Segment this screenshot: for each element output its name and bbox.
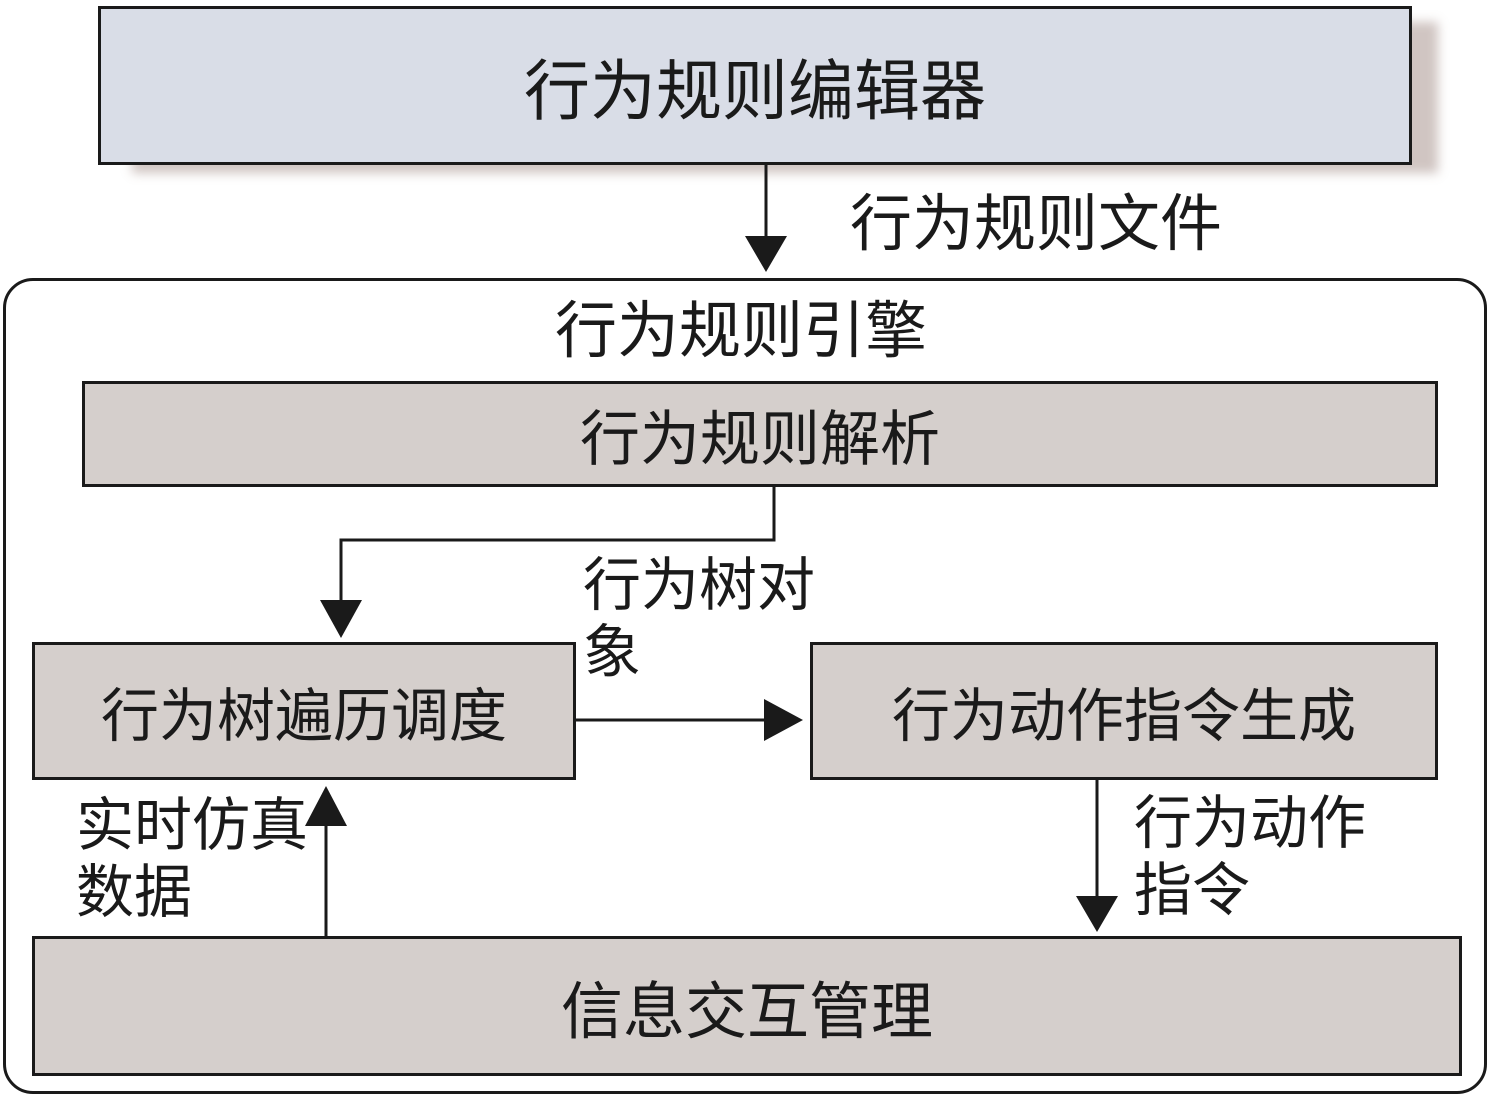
arrowhead-generate-to-info (1076, 896, 1118, 932)
arrowhead-parse-to-traverse (320, 600, 362, 638)
arrow-parse-to-traverse (339, 487, 776, 605)
behavior-rule-engine-title: 行为规则引擎 (555, 294, 928, 367)
arrowhead-traverse-to-generate (764, 699, 803, 741)
realtime-data-edge-label: 实时仿真数据 (76, 791, 309, 926)
action-command-generate-box: 行为动作指令生成 (810, 642, 1438, 780)
info-interaction-management-label: 信息交互管理 (560, 975, 933, 1048)
behavior-tree-traverse-box: 行为树遍历调度 (32, 642, 576, 780)
action-command-edge-label: 行为动作指令 (1134, 789, 1367, 924)
arrowhead-editor-to-engine (745, 236, 787, 272)
behavior-tree-traverse-label: 行为树遍历调度 (100, 682, 507, 750)
behavior-rule-parse-box: 行为规则解析 (82, 381, 1438, 487)
action-command-generate-label: 行为动作指令生成 (891, 682, 1356, 750)
info-interaction-management-box: 信息交互管理 (32, 936, 1462, 1076)
arrowhead-info-to-traverse (305, 786, 347, 826)
behavior-rule-editor-label: 行为规则编辑器 (524, 52, 986, 130)
behavior-rule-editor-box: 行为规则编辑器 (98, 6, 1412, 165)
behavior-rule-parse-label: 行为规则解析 (580, 404, 940, 475)
rule-file-edge-label: 行为规则文件 (850, 187, 1223, 260)
tree-object-edge-label: 行为树对象 (583, 551, 816, 686)
